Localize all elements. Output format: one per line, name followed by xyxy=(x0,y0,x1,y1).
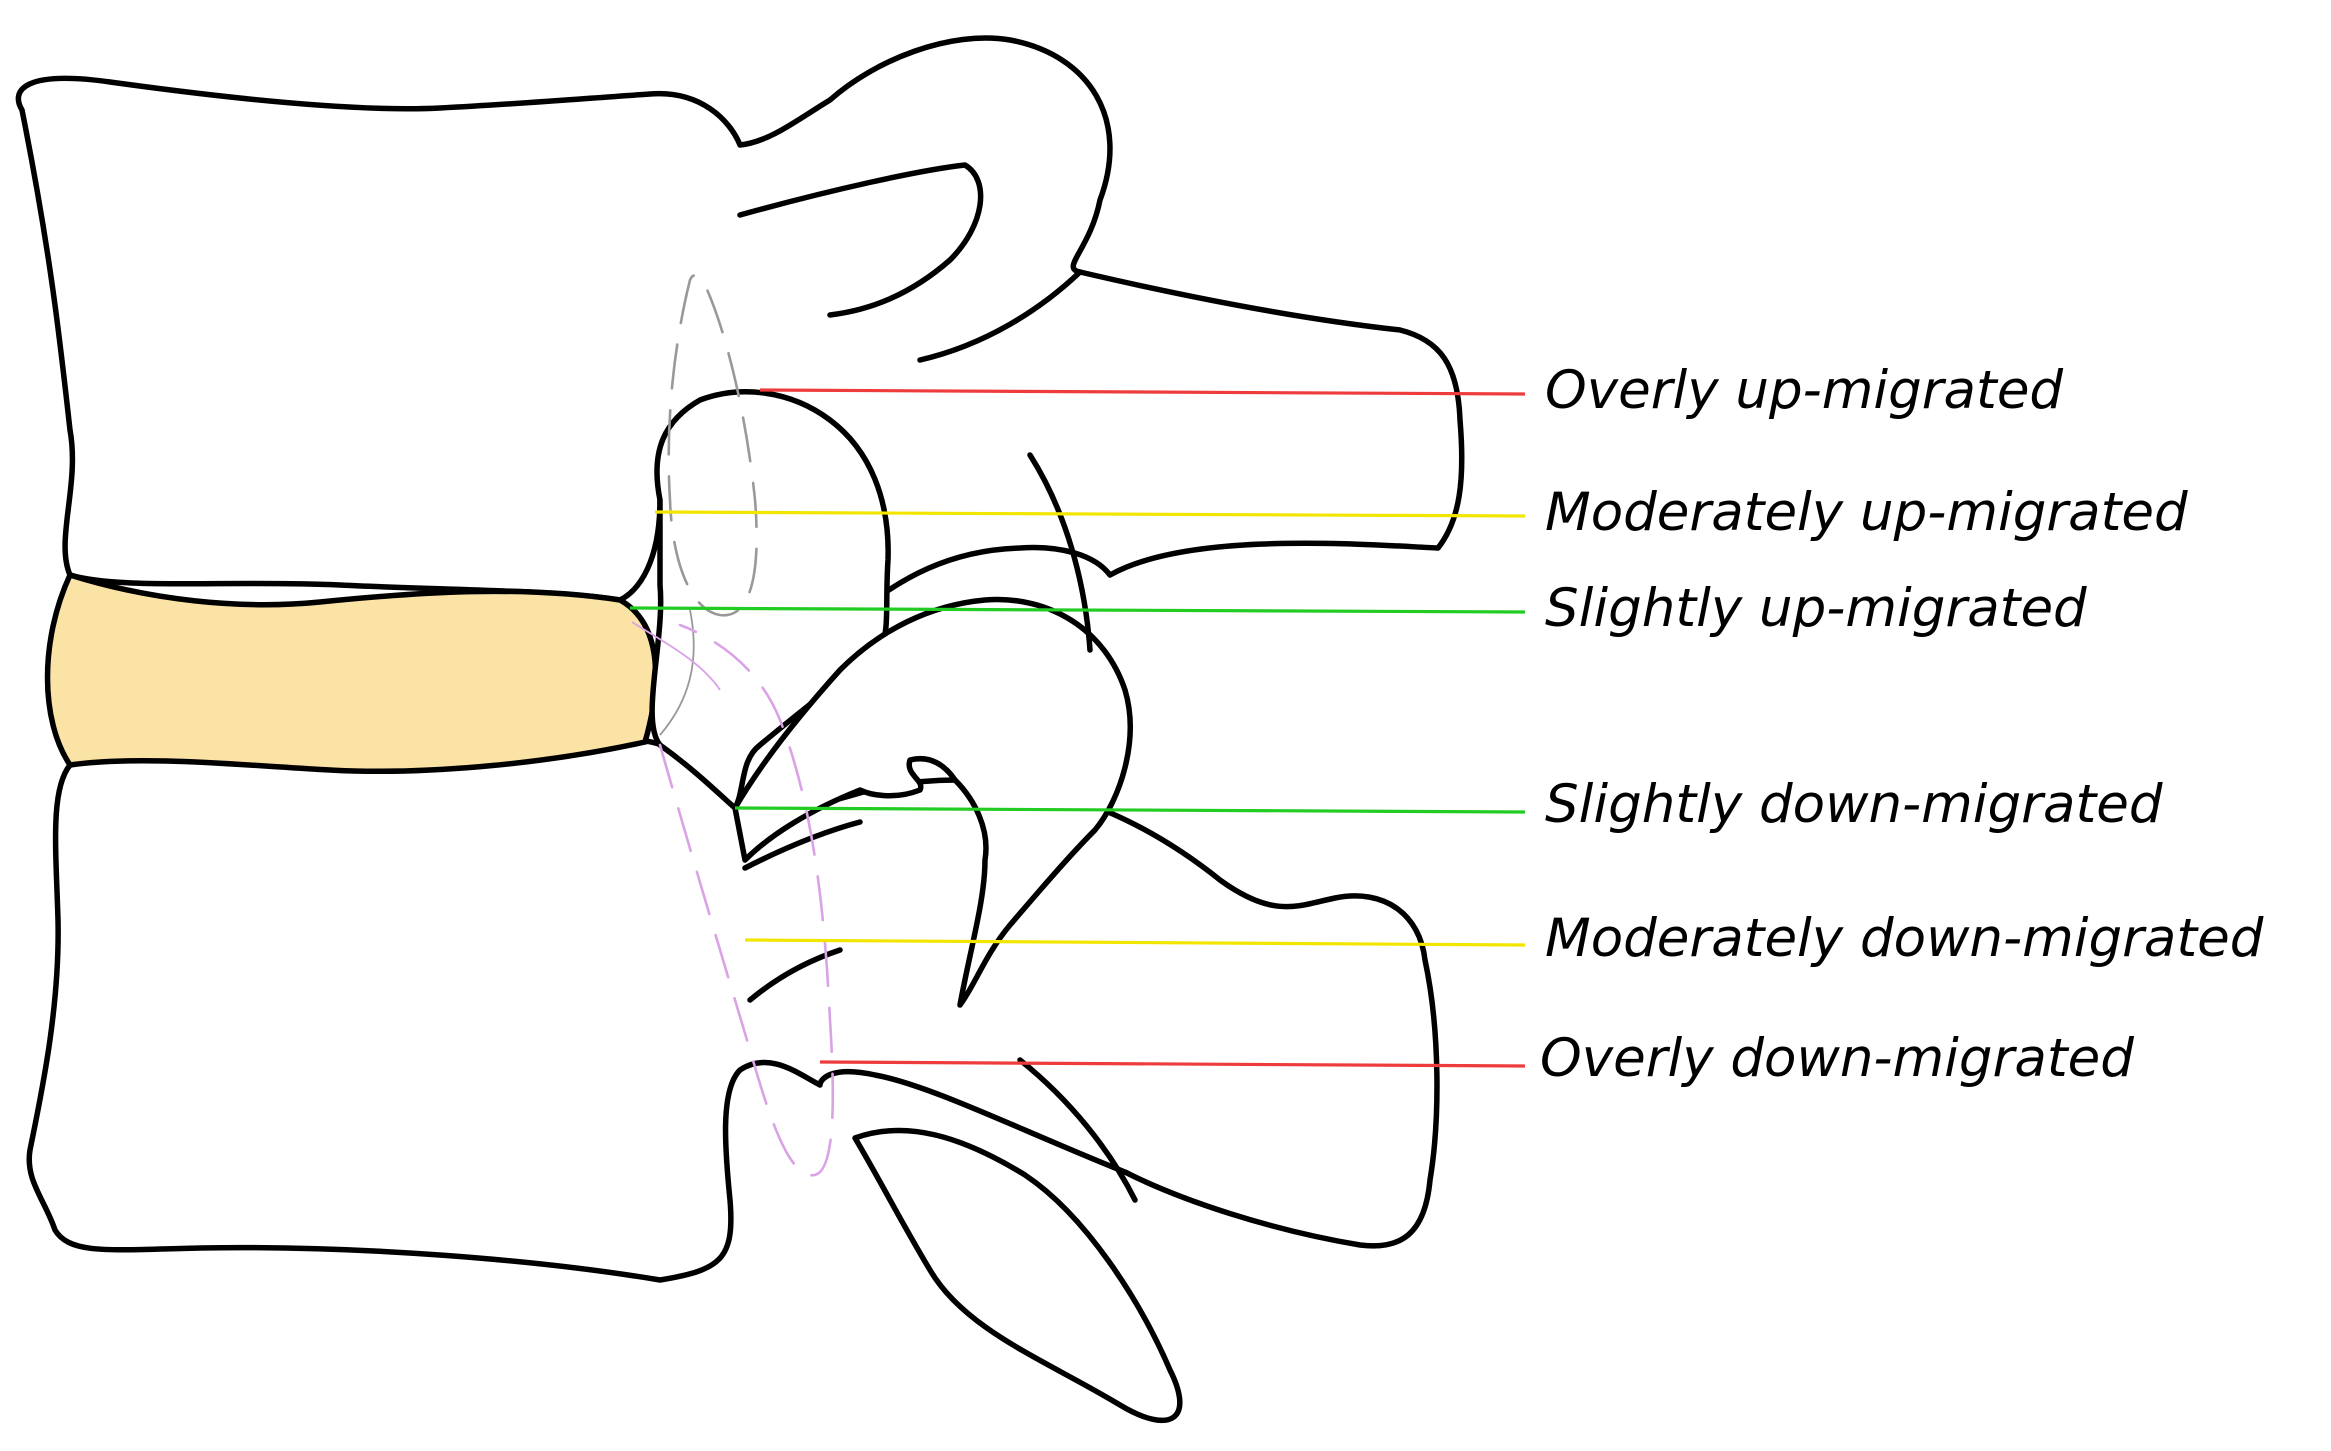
level-line-overly-down xyxy=(819,1060,1526,1068)
label-slightly-up: Slightly up-migrated xyxy=(1545,578,2087,639)
label-overly-up: Overly up-migrated xyxy=(1545,360,2063,421)
upper-fragment-contour xyxy=(659,609,695,736)
lower-superior-articular-process xyxy=(732,596,1133,1008)
label-slightly-down: Slightly down-migrated xyxy=(1545,774,2163,835)
label-overly-down: Overly down-migrated xyxy=(1540,1028,2134,1089)
lower-vertebral-body xyxy=(26,737,1440,1283)
level-line-moderately-down xyxy=(744,938,1526,947)
lower-inferior-articular-process xyxy=(852,1127,1183,1424)
level-line-slightly-down xyxy=(734,806,1526,814)
level-line-overly-up xyxy=(759,388,1526,396)
lower-lamina-line xyxy=(1017,1057,1138,1203)
label-moderately-up: Moderately up-migrated xyxy=(1545,482,2188,543)
upper-lamina-line xyxy=(1027,452,1093,653)
lower-facet-hook-line xyxy=(747,947,843,1003)
lower-disc-fragment-outline xyxy=(658,623,835,1177)
lower-facet-inner-line xyxy=(742,819,863,871)
upper-facet-inner-line xyxy=(917,269,1083,363)
lower-fragment-contour xyxy=(631,621,721,691)
label-moderately-down: Moderately down-migrated xyxy=(1545,908,2264,969)
upper-vertebral-body xyxy=(15,35,1465,653)
upper-facet-hook xyxy=(737,162,984,318)
upper-disc-fragment-outline xyxy=(667,274,758,617)
level-line-slightly-up xyxy=(629,606,1526,614)
intervertebral-disc xyxy=(44,571,659,775)
level-line-moderately-up xyxy=(654,510,1526,518)
